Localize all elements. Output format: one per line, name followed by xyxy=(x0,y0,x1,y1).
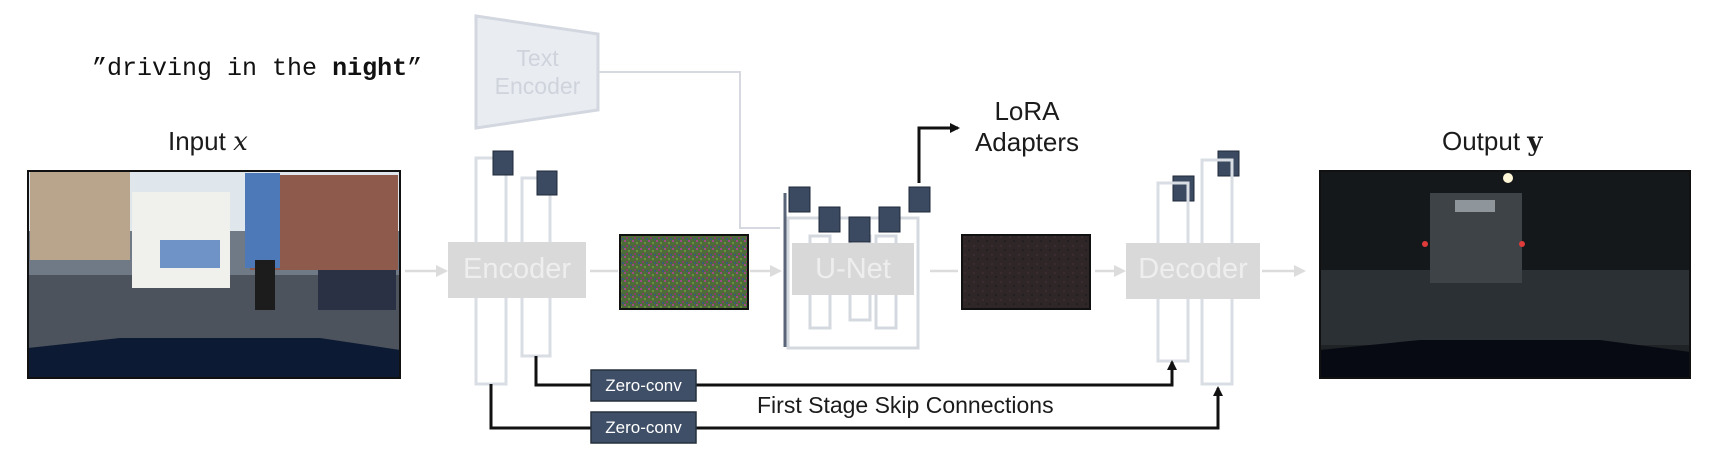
encoder-adapter-square-1 xyxy=(492,150,514,176)
prompt-close-quote: ” xyxy=(407,54,423,83)
output-label-text: Output xyxy=(1442,126,1521,156)
encoder-adapter-square-2 xyxy=(536,170,558,196)
lora-arrow xyxy=(917,123,960,183)
text-to-unet-line xyxy=(598,71,780,229)
encoder-label: Encoder xyxy=(462,253,571,285)
output-var: y xyxy=(1527,127,1543,157)
unet-label: U-Net xyxy=(815,253,891,285)
zero-conv-box-1 xyxy=(590,369,697,402)
decoder-block xyxy=(1126,243,1260,299)
text-encoder-line1: Text xyxy=(516,45,559,71)
encoder-block xyxy=(448,242,586,298)
unet-latent-image xyxy=(961,234,1091,310)
unet-adapter-square-2 xyxy=(818,206,841,233)
decoder-adapter-square-1 xyxy=(1172,175,1195,202)
decoder-adapter-square-2 xyxy=(1217,150,1240,177)
prompt-text: driving in the xyxy=(107,54,333,83)
zero-conv-label-1: Zero-conv xyxy=(605,376,682,395)
prompt-open-quote: ” xyxy=(92,54,108,83)
unet-adapter-square-5 xyxy=(908,186,931,213)
input-image xyxy=(27,170,401,379)
skip-connection-inner xyxy=(534,356,1177,387)
unet-adapter-square-4 xyxy=(878,206,901,233)
unet-adapter-square-3 xyxy=(848,216,871,243)
encoder-latent-image xyxy=(619,234,749,310)
unet-block xyxy=(792,243,914,295)
lora-line2: Adapters xyxy=(974,127,1080,157)
skip-connections-label: First Stage Skip Connections xyxy=(757,392,1054,418)
output-label: Output y xyxy=(1442,126,1542,157)
unet-adapter-square-1 xyxy=(788,186,811,213)
lora-line1: LoRA xyxy=(994,96,1060,126)
decoder-label: Decoder xyxy=(1138,253,1248,285)
prompt-bold-word: night xyxy=(332,54,408,83)
text-prompt: ”driving in the night” xyxy=(92,54,422,83)
zero-conv-box-2 xyxy=(590,411,697,444)
text-encoder-line2: Encoder xyxy=(494,73,581,99)
skip-connection-outer xyxy=(489,384,1223,430)
zero-conv-label-2: Zero-conv xyxy=(605,418,682,437)
input-label-text: Input xyxy=(168,126,226,156)
input-label: Input x xyxy=(168,126,248,157)
text-encoder-block xyxy=(474,14,600,130)
input-var: x xyxy=(233,127,248,157)
output-image xyxy=(1319,170,1691,379)
